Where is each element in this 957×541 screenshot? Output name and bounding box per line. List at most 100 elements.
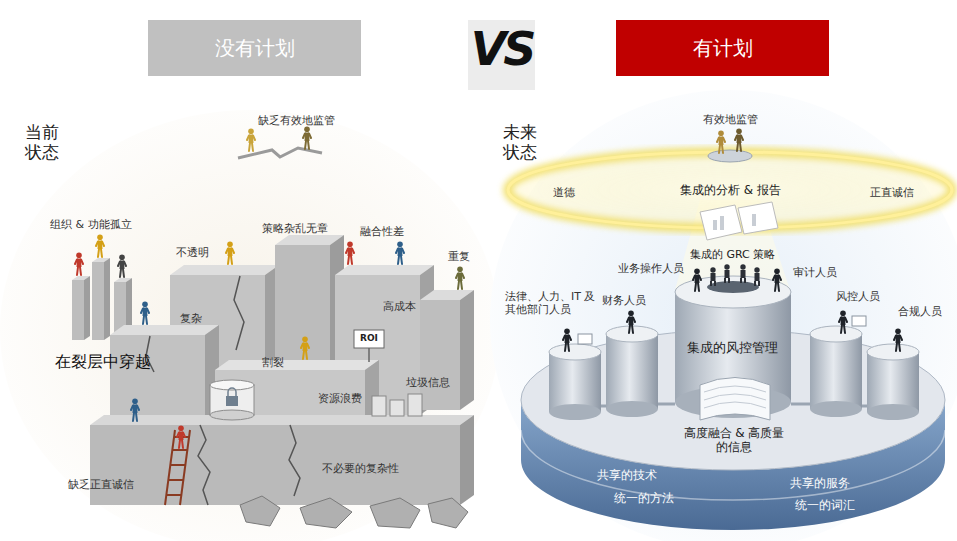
- halo-label: 道德: [553, 186, 575, 199]
- role-label: 法律、人力、IT 及其他部门人员: [505, 290, 597, 316]
- side-cylinders: [606, 401, 658, 417]
- person-figures-left: [75, 234, 464, 448]
- fractured-blocks: [460, 415, 474, 505]
- role-label: 财务人员: [602, 294, 646, 307]
- ladder: [166, 494, 181, 496]
- supervisor-dish: [708, 128, 752, 162]
- person-figures-left: [141, 301, 149, 324]
- person-figures-left: [396, 241, 404, 264]
- fractured-blocks: [420, 300, 460, 410]
- issue-label: 复杂: [180, 312, 202, 325]
- fractured-blocks: [460, 290, 474, 410]
- server-stacks: [408, 394, 422, 416]
- person-figures-left: [131, 398, 139, 421]
- role-label: 风控人员: [836, 290, 880, 303]
- cracks: [198, 425, 210, 505]
- roi-sign: [368, 348, 370, 362]
- supervision-rift: [303, 126, 311, 149]
- cracks: [234, 276, 244, 350]
- strategy-label: 集成的 GRC 策略: [690, 248, 775, 261]
- person-figures-right: [627, 310, 635, 333]
- issue-label: 融合性差: [360, 225, 404, 238]
- side-cylinders: [810, 401, 862, 417]
- issue-label: 组织 & 功能孤立: [50, 218, 132, 231]
- server-stacks: [372, 394, 422, 416]
- benefit-label: 有效地监管: [703, 113, 758, 126]
- background-glow: [0, 110, 500, 541]
- person-figures-left: [96, 234, 104, 257]
- supervision-rift: [247, 128, 255, 151]
- scene-caption: 在裂层中穿越: [55, 352, 151, 371]
- center-cylinder: [724, 264, 729, 283]
- side-cylinders: [867, 404, 919, 420]
- ladder: [172, 449, 187, 451]
- ladder: [165, 430, 175, 505]
- pipes: [862, 405, 867, 408]
- locked-safe: [226, 396, 238, 406]
- side-cylinders: [549, 326, 919, 420]
- role-label: 业务操作人员: [618, 262, 684, 275]
- platform-label: 集成的风控管理: [687, 340, 778, 356]
- base-band-label: 共享的技术: [597, 468, 657, 482]
- base-band-label: 共享的服务: [790, 476, 850, 490]
- issue-label: 重复: [448, 250, 470, 263]
- person-figures-left: [75, 252, 83, 275]
- fractured-blocks: [90, 425, 460, 505]
- locked-safe: [228, 388, 236, 396]
- data-server: [700, 378, 770, 421]
- background-glow: [490, 90, 957, 541]
- report-papers: [752, 214, 756, 226]
- role-label: 合规人员: [898, 305, 942, 318]
- fractured-blocks: [110, 325, 219, 335]
- halo-label: 集成的分析 & 报告: [680, 183, 781, 197]
- debris: [428, 498, 468, 528]
- sign-text: ROI: [358, 333, 380, 344]
- cracks: [146, 276, 300, 505]
- ladder: [165, 430, 190, 505]
- issue-label: 不透明: [176, 246, 209, 259]
- person-figures-left: [346, 241, 354, 264]
- debris: [240, 496, 280, 526]
- supervisor-dish: [735, 128, 743, 151]
- base-band-label: 统一的词汇: [795, 498, 855, 512]
- pipes: [791, 403, 810, 406]
- data-server: [704, 386, 766, 408]
- person-figures-left: [177, 425, 185, 448]
- person-figures-left: [226, 241, 234, 264]
- ladder: [168, 479, 183, 481]
- issue-label: 缺乏有效地监管: [258, 114, 335, 127]
- fractured-blocks: [215, 360, 379, 370]
- report-papers: [738, 202, 778, 234]
- state-title: 当前 状态: [25, 122, 65, 163]
- locked-safe: [210, 380, 254, 420]
- side-cylinders: [867, 352, 919, 412]
- fractured-blocks: [170, 265, 279, 275]
- side-cylinders: [867, 344, 919, 360]
- supervisor-dish: [708, 150, 752, 162]
- side-cylinders: [810, 334, 862, 409]
- person-figures-right: [563, 328, 571, 351]
- supervision-rift: [238, 126, 322, 158]
- issue-label: 资源浪费: [318, 392, 362, 405]
- issue-label: 不必要的复杂性: [322, 462, 399, 475]
- data-server: [700, 378, 770, 421]
- side-cylinders: [810, 326, 862, 342]
- person-figures-left: [456, 266, 464, 289]
- background-glow: [0, 90, 957, 541]
- pipes: [658, 403, 675, 406]
- plan-header-box: 没有计划: [148, 20, 361, 76]
- locked-safe: [210, 410, 254, 420]
- server-stacks: [372, 396, 386, 416]
- person-figures-left: [301, 336, 309, 359]
- vs-mark: VS: [470, 26, 534, 72]
- person-figures-left: [118, 254, 126, 277]
- isolated-pillars: [104, 258, 110, 340]
- state-title: 未来 状态: [503, 122, 543, 163]
- report-papers: [700, 202, 778, 240]
- side-cylinders: [549, 344, 601, 360]
- report-papers: [700, 205, 742, 240]
- plan-header-box: 有计划: [616, 20, 829, 76]
- debris: [300, 498, 352, 528]
- issue-label: 割裂: [262, 356, 284, 369]
